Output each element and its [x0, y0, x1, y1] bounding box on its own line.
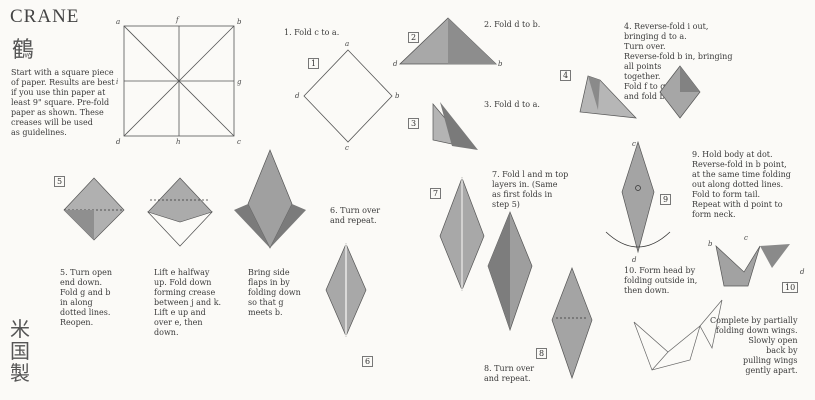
step-10-crane [716, 244, 790, 286]
point-label: d [116, 138, 120, 146]
step-7-model-a [440, 178, 484, 290]
point-label: f [176, 16, 179, 24]
point-label: b [395, 92, 399, 100]
step-5-model-b [148, 178, 212, 246]
point-label: c [632, 140, 636, 148]
step-7-model-b [488, 212, 532, 330]
point-label: d [393, 60, 397, 68]
point-label: i [116, 78, 118, 86]
step-number-box: 6 [362, 356, 373, 367]
step-number-box: 4 [560, 70, 571, 81]
step-number-box: 9 [660, 194, 671, 205]
step-8-model [552, 268, 592, 378]
step-4-model-a [580, 76, 636, 118]
step-number-box: 5 [54, 176, 65, 187]
step-number-box: 3 [408, 118, 419, 129]
point-label: a [345, 40, 349, 48]
step-6-model [326, 244, 366, 336]
point-label: b [498, 60, 502, 68]
step-number-box: 2 [408, 32, 419, 43]
point-label: c [744, 234, 748, 242]
final-crane [634, 300, 722, 370]
point-label: h [176, 138, 181, 146]
step-number-box: 8 [536, 348, 547, 359]
step-5-model-a [64, 178, 124, 240]
point-label: g [237, 78, 241, 86]
point-label: b [708, 240, 712, 248]
point-label: d [800, 268, 804, 276]
point-label: b [237, 18, 241, 26]
point-label: c [237, 138, 241, 146]
step-number-box: 10 [782, 282, 798, 293]
point-label: a [116, 18, 120, 26]
point-label: d [295, 92, 299, 100]
step-5-model-c [234, 150, 306, 248]
prefold-square [124, 26, 234, 136]
step-4-model-b [660, 66, 700, 118]
step-number-box: 7 [430, 188, 441, 199]
point-label: c [345, 144, 349, 152]
step-3-folded [433, 102, 478, 150]
point-label: d [632, 256, 636, 264]
step-number-box: 1 [308, 58, 319, 69]
